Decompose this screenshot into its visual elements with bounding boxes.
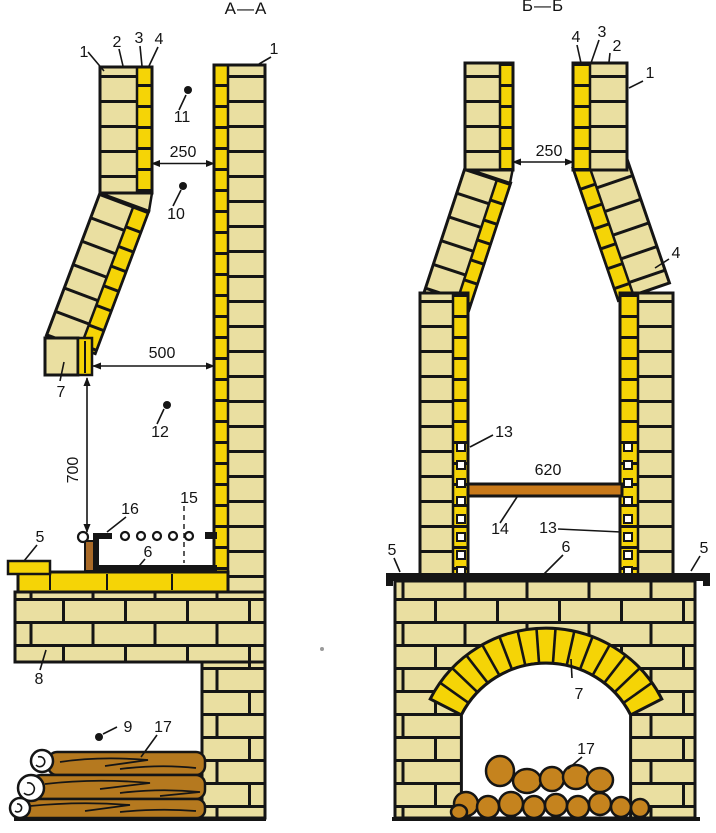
callout-label: 8 — [35, 671, 44, 688]
view-title: А—А — [225, 0, 268, 18]
mantel-ledge — [386, 573, 710, 586]
view-title: Б—Б — [522, 0, 564, 15]
ref-dot-12 — [163, 401, 171, 409]
callout-label: 2 — [113, 34, 122, 51]
section-a-drawing — [6, 45, 272, 821]
dimension-label: 620 — [535, 462, 562, 479]
callout-label: 7 — [575, 686, 584, 703]
flue-stack-left — [463, 61, 515, 172]
callout-label: 6 — [562, 539, 571, 556]
grill-shelf — [466, 482, 624, 498]
stone-pile — [449, 754, 651, 821]
chimney-breast-diagonal — [44, 191, 154, 356]
callout-label: 3 — [598, 24, 607, 41]
scan-speck — [320, 647, 324, 651]
section-b-drawing — [386, 39, 710, 821]
wood-stick — [84, 540, 95, 572]
callout-label: 5 — [700, 540, 709, 557]
callout-label: 1 — [270, 41, 279, 58]
chimney-stack-left — [98, 65, 154, 195]
callout-label: 2 — [613, 38, 622, 55]
ref-dot-10 — [179, 182, 187, 190]
base-shelf — [13, 590, 267, 821]
callout-label: 4 — [572, 29, 581, 46]
curtain-ring-chain — [76, 530, 195, 544]
callout-label: 15 — [180, 490, 198, 507]
dimension-label: 250 — [536, 143, 563, 160]
ref-dot-9 — [95, 733, 103, 741]
callout-label: 9 — [124, 719, 133, 736]
callout-label: 3 — [135, 30, 144, 47]
flue-stack-right — [571, 61, 629, 172]
callout-label: 5 — [388, 542, 397, 559]
callout-label: 5 — [36, 529, 45, 546]
callout-label: 13 — [495, 424, 513, 441]
callout-label: 4 — [672, 245, 681, 262]
grate-support-notches — [456, 442, 633, 576]
callout-label: 7 — [57, 384, 66, 401]
leader-lines-a — [23, 45, 272, 758]
callout-label: 11 — [174, 109, 191, 126]
callout-label: 12 — [151, 424, 169, 441]
dimension-label: 250 — [170, 144, 197, 161]
hood-base-block — [43, 336, 94, 377]
firebox-floor-bar — [93, 565, 217, 573]
log-end-circles — [8, 748, 55, 820]
firebox-wall-left — [418, 291, 470, 580]
callout-label: 4 — [155, 31, 164, 48]
callout-label: 10 — [167, 206, 185, 223]
callout-label: 17 — [154, 719, 172, 736]
ref-dot-11 — [184, 86, 192, 94]
dimension-label: 700 — [65, 457, 82, 484]
callout-label: 13 — [539, 520, 557, 537]
fireplace-base — [392, 579, 700, 821]
firewood-logs — [8, 748, 207, 820]
dimension-lines-a — [83, 159, 215, 563]
callout-label: 1 — [80, 44, 89, 61]
chimney-stack-right — [212, 63, 267, 594]
callout-label: 6 — [144, 544, 153, 561]
mantel-slab — [6, 559, 52, 576]
leader-lines-b — [393, 39, 701, 770]
callout-label: 14 — [491, 521, 509, 538]
callout-label: 1 — [646, 65, 655, 82]
callout-label: 17 — [577, 741, 595, 758]
callout-label: 16 — [121, 501, 139, 518]
voussoir-joints — [439, 628, 653, 705]
dimension-label: 500 — [149, 345, 176, 362]
gather-diagonal-right — [571, 148, 672, 303]
